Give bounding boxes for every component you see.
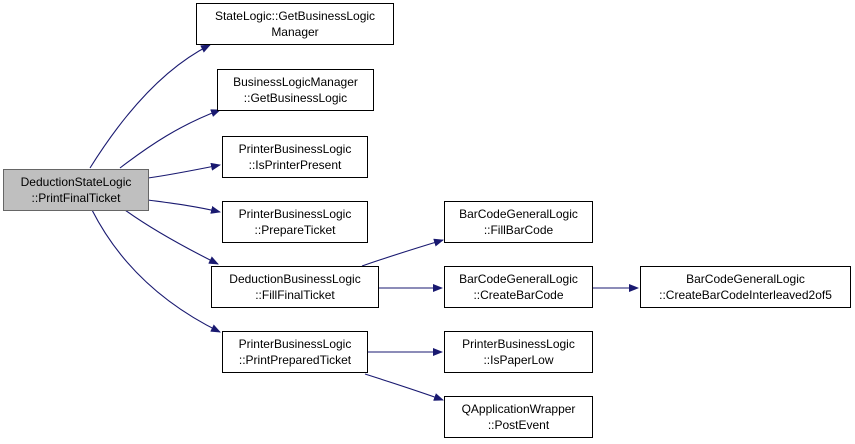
node-business-logic-manager-get-business-logic[interactable]: BusinessLogicManager ::GetBusinessLogic (217, 69, 374, 111)
node-line2: ::PrintPreparedTicket (238, 353, 352, 367)
node-line2: ::GetBusinessLogic (243, 91, 348, 105)
node-line2: ::FillBarCode (483, 223, 554, 237)
node-line1: PrinterBusinessLogic (238, 142, 352, 156)
node-line2: ::IsPaperLow (483, 353, 554, 367)
node-printer-business-logic-prepare-ticket[interactable]: PrinterBusinessLogic ::PrepareTicket (222, 201, 368, 243)
node-line2: ::CreateBarCode (473, 288, 564, 302)
edge-fill-final-to-fill-barcode (361, 238, 444, 267)
node-line2: ::IsPrinterPresent (248, 158, 342, 172)
node-line2: ::PrintFinalTicket (31, 191, 121, 205)
node-line1: DeductionBusinessLogic (229, 272, 361, 286)
node-line1: BarCodeGeneralLogic (686, 272, 805, 286)
edge-root-to-get-blm (89, 44, 211, 169)
node-line1: DeductionStateLogic (20, 175, 132, 189)
node-printer-business-logic-is-printer-present[interactable]: PrinterBusinessLogic ::IsPrinterPresent (222, 136, 368, 178)
node-line1: QApplicationWrapper (461, 402, 576, 416)
node-printer-business-logic-is-paper-low[interactable]: PrinterBusinessLogic ::IsPaperLow (444, 331, 593, 373)
node-line1: PrinterBusinessLogic (238, 337, 352, 351)
node-barcode-general-logic-create-barcode-interleaved-2of5[interactable]: BarCodeGeneralLogic ::CreateBarCodeInter… (640, 266, 851, 308)
edge-root-to-fill-final (124, 209, 219, 265)
node-line2: ::CreateBarCodeInterleaved2of5 (659, 288, 832, 302)
node-line2: Manager (271, 25, 319, 39)
node-line1: BarCodeGeneralLogic (459, 207, 578, 221)
node-line1: StateLogic::GetBusinessLogic (214, 9, 376, 23)
node-line1: BarCodeGeneralLogic (459, 272, 578, 286)
node-barcode-general-logic-create-barcode[interactable]: BarCodeGeneralLogic ::CreateBarCode (444, 266, 593, 308)
node-printer-business-logic-print-prepared-ticket[interactable]: PrinterBusinessLogic ::PrintPreparedTick… (222, 331, 368, 373)
node-line1: PrinterBusinessLogic (462, 337, 575, 351)
node-line1: PrinterBusinessLogic (238, 207, 352, 221)
edge-root-to-printer-present (147, 162, 221, 179)
node-barcode-general-logic-fill-barcode[interactable]: BarCodeGeneralLogic ::FillBarCode (444, 201, 593, 243)
edge-print-prepared-to-post-event (364, 373, 444, 401)
node-deduction-business-logic-fill-final-ticket[interactable]: DeductionBusinessLogic ::FillFinalTicket (211, 266, 379, 308)
node-line2: ::PrepareTicket (254, 223, 336, 237)
node-statelogic-get-business-logic-manager[interactable]: StateLogic::GetBusinessLogic Manager (196, 3, 394, 45)
edge-root-to-prepare-ticket (147, 199, 221, 214)
node-qapplication-wrapper-post-event[interactable]: QApplicationWrapper ::PostEvent (444, 396, 593, 438)
edge-root-to-get-bl (119, 109, 221, 169)
node-line2: ::PostEvent (487, 418, 550, 432)
node-deduction-state-logic-print-final-ticket[interactable]: DeductionStateLogic ::PrintFinalTicket (3, 169, 149, 211)
edge-root-to-print-prepared (91, 209, 221, 333)
node-line1: BusinessLogicManager (233, 75, 358, 89)
node-line2: ::FillFinalTicket (255, 288, 335, 302)
